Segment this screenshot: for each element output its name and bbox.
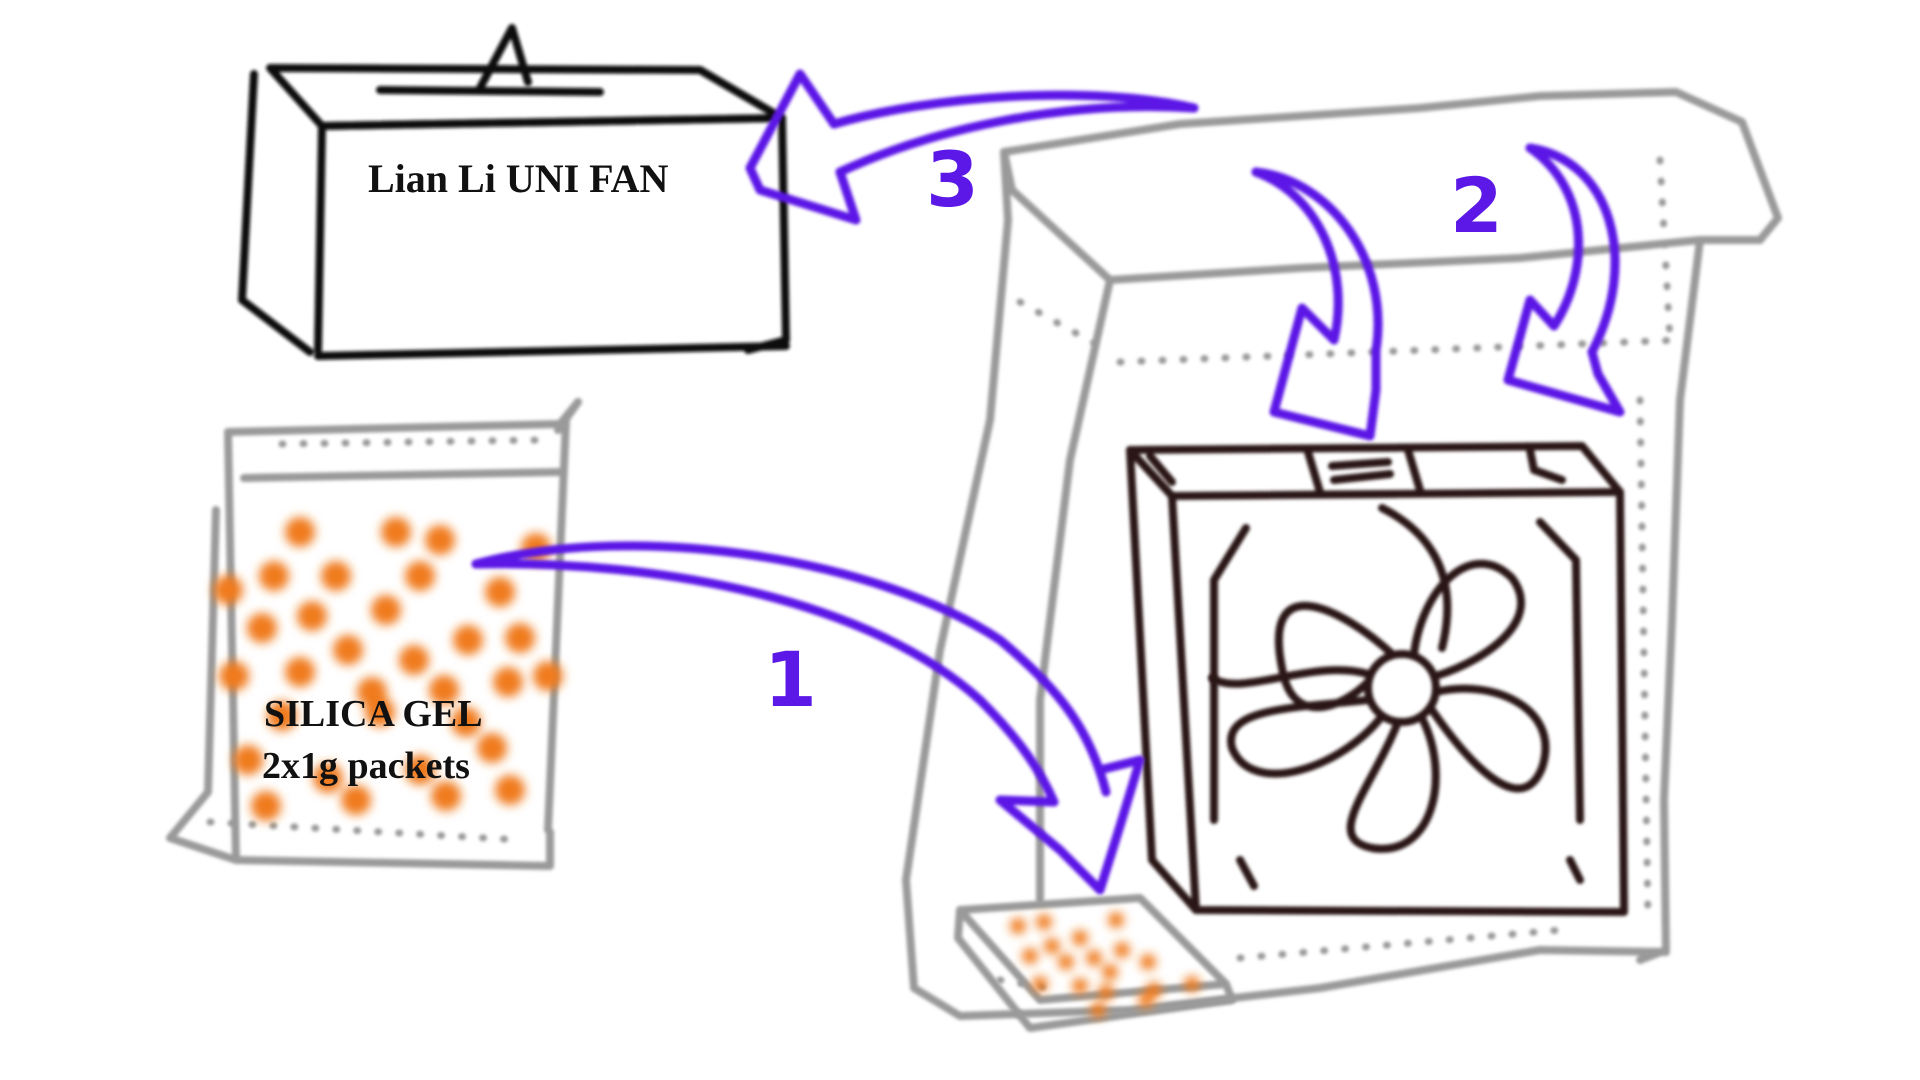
silica-bead-icon [259, 561, 289, 591]
silica-bead-icon [1098, 984, 1114, 1000]
silica-bead-icon [1044, 938, 1060, 954]
anti-static-bag [902, 88, 1782, 1020]
silica-bead-icon [213, 575, 243, 605]
silica-bead-icon [495, 775, 525, 805]
arrow-step-2-right [1503, 143, 1625, 417]
silica-bead-icon [1086, 950, 1102, 966]
fan-box-label: Lian Li UNI FAN [368, 156, 669, 201]
silica-bead-icon [425, 525, 455, 555]
silica-bead-icon [429, 675, 459, 705]
fan-unit [1126, 442, 1628, 916]
arrow-step-1 [471, 541, 1145, 895]
silica-bead-icon [431, 781, 461, 811]
fan-retail-box [238, 24, 790, 360]
silica-bead-icon [313, 763, 343, 793]
silica-bead-icon [405, 755, 435, 785]
silica-bead-icon [321, 561, 351, 591]
step-number-1: 1 [764, 635, 817, 724]
silica-bead-icon [493, 667, 523, 697]
silica-label-line2: 2x1g packets [262, 745, 470, 787]
silica-beads-in-packet [1010, 912, 1200, 1018]
silica-bead-icon [477, 733, 507, 763]
silica-bead-icon [533, 661, 563, 691]
fan-icon [1208, 504, 1550, 853]
silica-bead-icon [1140, 954, 1156, 970]
silica-bead-icon [1184, 976, 1200, 992]
silica-bead-icon [297, 601, 327, 631]
silica-bead-icon [485, 577, 515, 607]
silica-bead-icon [1090, 1002, 1106, 1018]
silica-bead-icon [405, 561, 435, 591]
silica-bead-icon [365, 697, 395, 727]
silica-bead-icon [1072, 930, 1088, 946]
silica-packet-in-bag [954, 894, 1236, 1032]
silica-bead-icon [1102, 964, 1118, 980]
silica-bead-icon [1022, 948, 1038, 964]
silica-bead-icon [505, 623, 535, 653]
silica-bead-icon [1108, 912, 1124, 928]
arrow-step-2-left [1251, 167, 1383, 441]
silica-label-line1: SILICA GEL [264, 693, 483, 735]
silica-bead-icon [1072, 978, 1088, 994]
silica-bead-icon [1010, 918, 1026, 934]
silica-bead-icon [247, 613, 277, 643]
silica-bead-icon [1032, 976, 1048, 992]
silica-bead-icon [285, 657, 315, 687]
silica-bead-icon [285, 517, 315, 547]
silica-bead-icon [333, 635, 363, 665]
silica-bead-icon [267, 701, 297, 731]
silica-bead-icon [371, 595, 401, 625]
silica-bead-icon [399, 645, 429, 675]
silica-bead-icon [251, 791, 281, 821]
silica-bead-icon [1036, 914, 1052, 930]
silica-bead-icon [341, 785, 371, 815]
silica-bead-icon [451, 707, 481, 737]
silica-bead-icon [453, 625, 483, 655]
silica-gel-bag [166, 398, 582, 870]
step-number-2: 2 [1450, 161, 1503, 250]
silica-bead-icon [1138, 992, 1154, 1008]
silica-beads-in-bag [213, 517, 563, 821]
silica-bead-icon [381, 517, 411, 547]
silica-bead-icon [1114, 942, 1130, 958]
silica-bead-icon [1058, 954, 1074, 970]
silica-bead-icon [233, 745, 263, 775]
silica-bead-icon [219, 661, 249, 691]
arrow-step-3 [745, 69, 1199, 225]
step-number-3: 3 [926, 135, 979, 224]
